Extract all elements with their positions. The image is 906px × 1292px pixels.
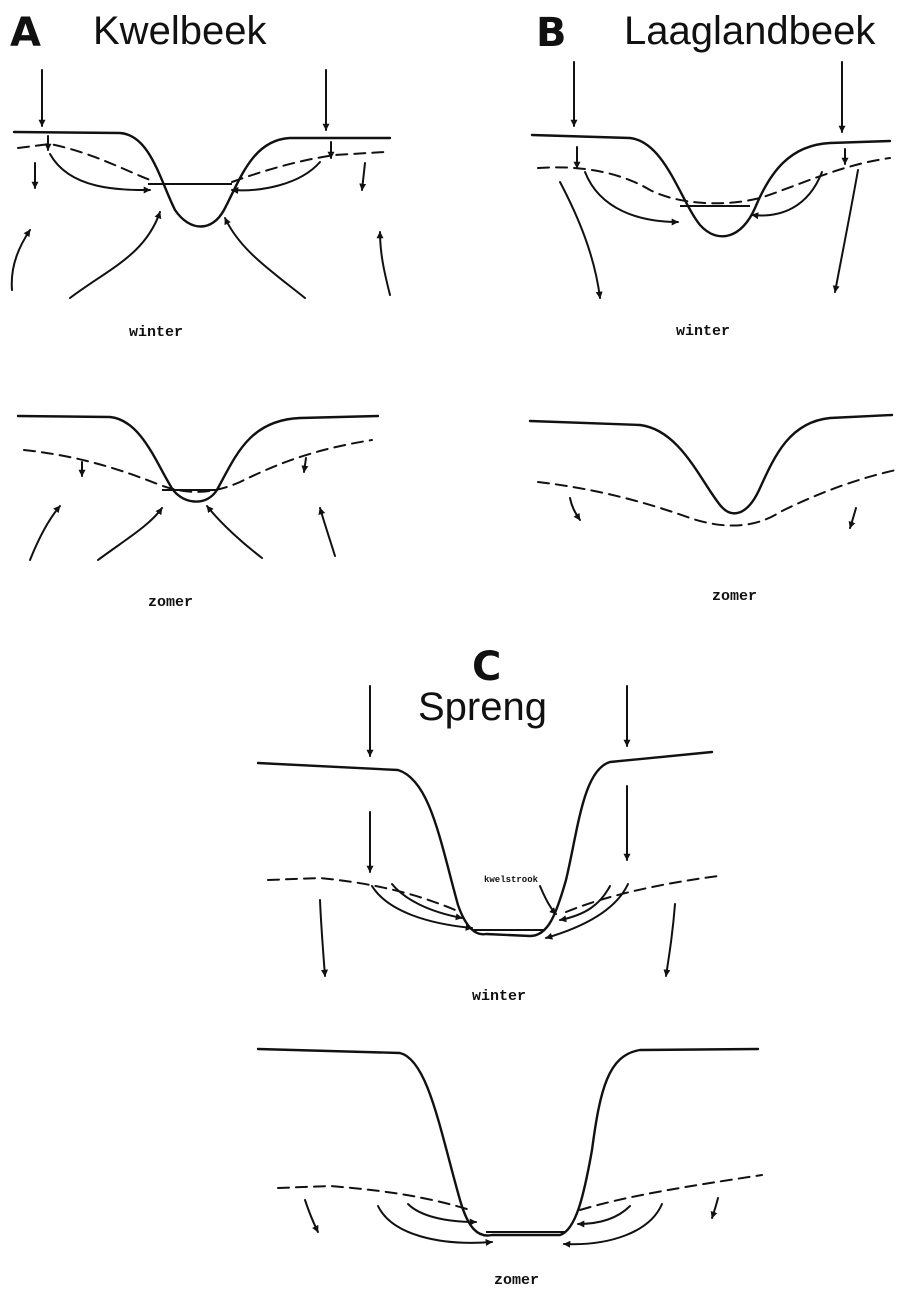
panel-a: A Kwelbeek winter — [10, 9, 390, 611]
seepage-zone-label: kwelstrook — [484, 875, 539, 885]
precipitation-arrows — [42, 70, 331, 158]
land-surface — [258, 1049, 758, 1236]
precipitation-arrows — [574, 62, 845, 168]
panel-c-winter-label: winter — [472, 988, 526, 1005]
panel-a-title: Kwelbeek — [93, 9, 267, 53]
groundwater-table — [538, 158, 890, 203]
groundwater-flow-arrows — [305, 1198, 718, 1244]
land-surface — [14, 132, 390, 227]
panel-b-summer: zomer — [530, 415, 896, 605]
panel-c-title: Spreng — [418, 685, 547, 729]
panel-c-summer: zomer — [258, 1049, 762, 1289]
panel-a-letter: A — [10, 10, 41, 56]
panel-c: C Spreng kwelstrook winte — [258, 644, 762, 1289]
panel-a-winter: winter — [12, 70, 390, 341]
panel-c-summer-label: zomer — [494, 1272, 539, 1289]
panel-a-summer-label: zomer — [148, 594, 193, 611]
panel-c-letter: C — [472, 644, 501, 690]
panel-a-summer: zomer — [18, 416, 378, 611]
panel-b: B Laaglandbeek winter — [530, 9, 896, 605]
land-surface — [530, 415, 892, 513]
panel-b-title: Laaglandbeek — [624, 9, 876, 53]
groundwater-flow-arrows — [30, 458, 335, 560]
groundwater-table — [24, 440, 372, 492]
groundwater-table — [278, 1175, 762, 1210]
panel-c-winter: kwelstrook winter — [258, 686, 718, 1005]
land-surface — [532, 135, 890, 236]
panel-b-winter-label: winter — [676, 323, 730, 340]
panel-a-winter-label: winter — [129, 324, 183, 341]
land-surface — [258, 752, 712, 936]
land-surface — [18, 416, 378, 502]
panel-b-letter: B — [536, 10, 567, 56]
panel-b-winter: winter — [532, 62, 890, 340]
groundwater-table — [538, 470, 896, 526]
panel-b-summer-label: zomer — [712, 588, 757, 605]
